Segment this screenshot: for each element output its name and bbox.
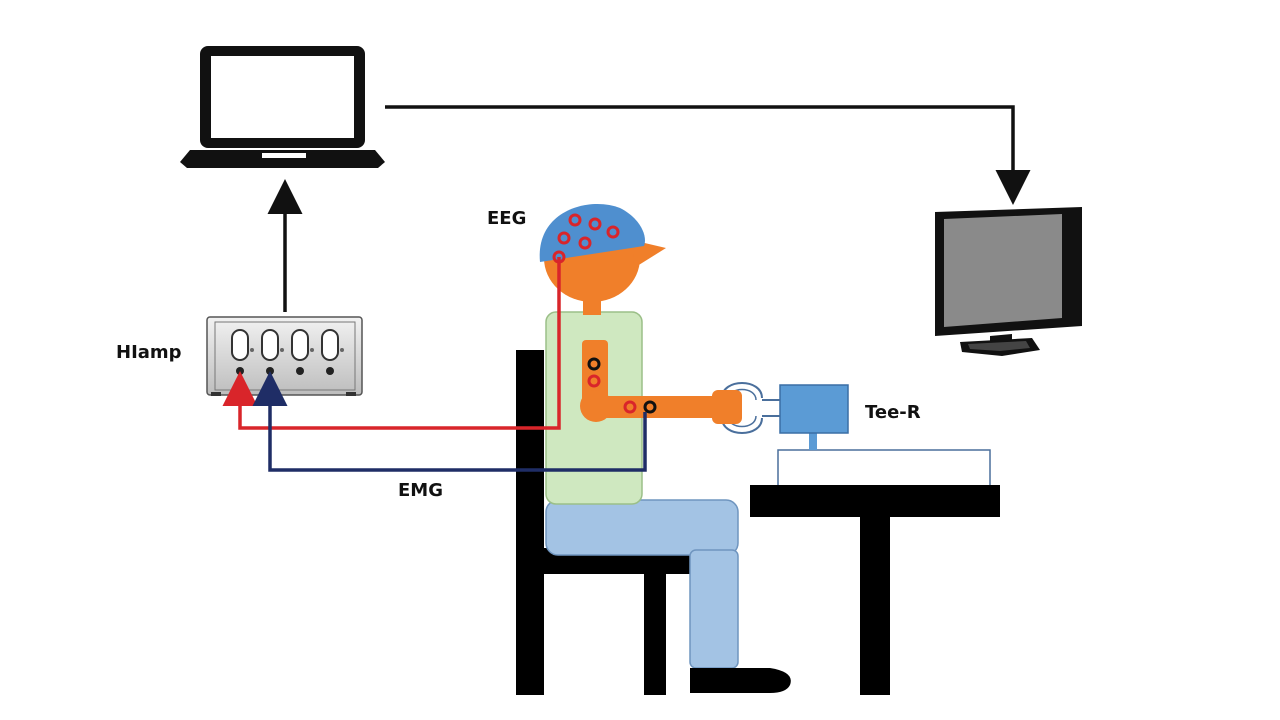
eeg-wire [222,257,561,430]
tee-r-label: Tee-R [865,402,921,423]
emg-wire [252,371,647,472]
person-arm [580,340,742,424]
eeg-label: EEG [487,208,526,229]
chair [516,350,692,695]
emg-label: EMG [398,480,443,501]
hiamp-label: HIamp [116,342,182,363]
person-legs [545,499,791,693]
hiamp-amplifier [206,316,363,396]
eeg-cap [539,203,645,264]
laptop-to-monitor-arrow [385,105,1031,205]
laptop-icon [180,46,385,168]
monitor-icon [935,207,1082,356]
emg-electrodes [587,357,657,414]
desk [750,449,1000,695]
